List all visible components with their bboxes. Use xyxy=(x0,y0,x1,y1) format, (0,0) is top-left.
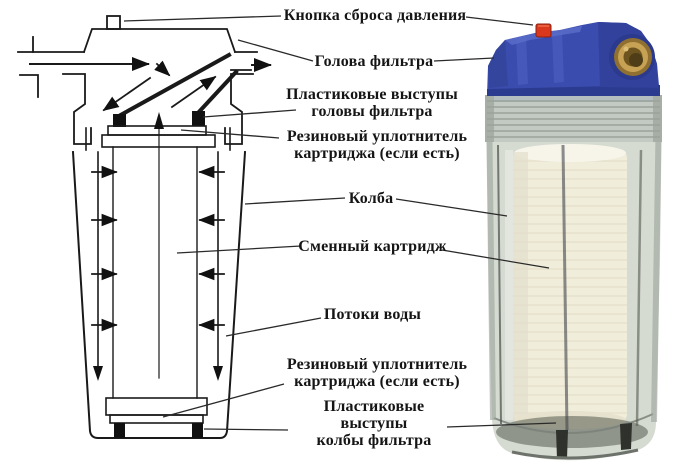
label-cartridge-seal-bottom: Резиновый уплотнитель картриджа (если ес… xyxy=(286,356,468,390)
schematic-cartridge xyxy=(112,112,198,399)
photo-cartridge xyxy=(513,144,627,429)
schematic-flow-arrows xyxy=(29,57,272,112)
photo-foot-right xyxy=(620,423,632,450)
photo-collar xyxy=(485,95,662,142)
photo-foot-left xyxy=(556,430,568,459)
label-water-flows: Потоки воды xyxy=(323,306,422,323)
leader-lines xyxy=(123,15,557,431)
schematic-flask xyxy=(71,150,247,439)
schematic-drawing xyxy=(17,15,272,439)
label-filter-head: Голова фильтра xyxy=(314,53,434,70)
schematic-head-tab-left xyxy=(113,114,126,127)
schematic-flask-tab-left xyxy=(114,423,125,438)
photo-bottom-rim xyxy=(511,448,639,460)
filter-photo xyxy=(485,22,662,461)
schematic-down-flow xyxy=(93,151,223,381)
schematic-deflector-right xyxy=(194,69,239,117)
photo-brass-port xyxy=(609,34,655,80)
photo-pressure-button xyxy=(535,23,552,38)
schematic-inward-arrows xyxy=(91,165,225,332)
schematic-inlet-pipe xyxy=(17,36,85,98)
photo-bowl-reflections xyxy=(486,101,662,431)
label-flask: Колба xyxy=(348,190,394,207)
schematic-bottom-cap xyxy=(105,397,208,416)
schematic-pressure-button xyxy=(106,15,121,30)
label-pressure-release-button: Кнопка сброса давления xyxy=(283,7,467,24)
label-cartridge: Сменный картридж xyxy=(298,238,447,255)
label-cartridge-seal-top: Резиновый уплотнитель картриджа (если ес… xyxy=(286,128,468,162)
schematic-collar xyxy=(62,73,254,151)
label-flask-tabs: Пластиковые выступы колбы фильтра xyxy=(316,398,432,449)
label-head-tabs: Пластиковые выступы головы фильтра xyxy=(286,86,458,120)
schematic-deflector xyxy=(114,52,232,120)
schematic-bottom-seal xyxy=(109,414,204,424)
schematic-outlet-pipe xyxy=(230,51,258,71)
schematic-head-tab-right xyxy=(192,111,205,126)
schematic-flask-tab-right xyxy=(192,423,203,438)
schematic-head xyxy=(82,28,237,54)
